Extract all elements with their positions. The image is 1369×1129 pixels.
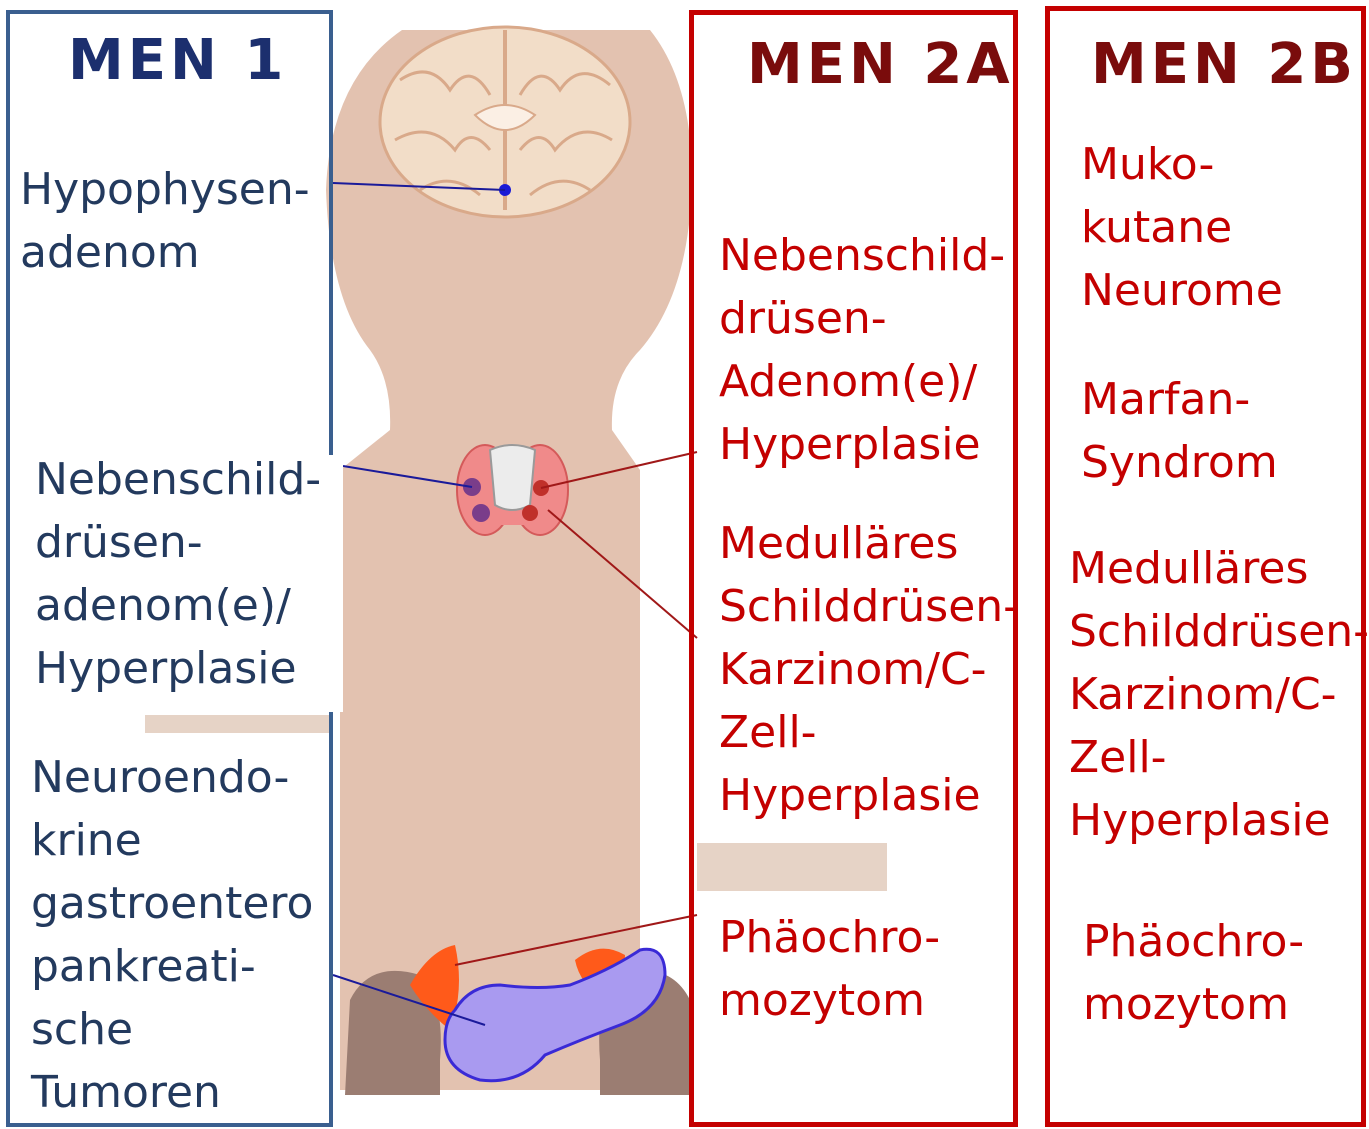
men2a-label-mtc: Medulläres Schilddrüsen- Karzinom/C- Zel…	[719, 512, 1019, 827]
men2a-label-pheo: Phäochro- mozytom	[719, 906, 940, 1032]
men2b-label-neuromas: Muko- kutane Neurome	[1081, 133, 1283, 322]
men2a-label-parathyroid: Nebenschild- drüsen- Adenom(e)/ Hyperpla…	[719, 224, 1005, 476]
men1-label-parathyroid: Nebenschild- drüsen- adenom(e)/ Hyperpla…	[35, 448, 321, 700]
men2b-label-pheo: Phäochro- mozytom	[1083, 910, 1304, 1036]
thyroid-icon	[457, 445, 568, 535]
men2b-label-mtc: Medulläres Schilddrüsen- Karzinom/C- Zel…	[1069, 537, 1369, 852]
men2b-title: MEN 2B	[1091, 32, 1357, 97]
men2a-title: MEN 2A	[747, 32, 1014, 97]
men1-label-gep: Neuroendo- krine gastroentero pankreati-…	[31, 746, 313, 1124]
men2b-label-marfan: Marfan- Syndrom	[1081, 368, 1278, 494]
men1-label-pituitary: Hypophysen- adenom	[20, 158, 310, 284]
men1-title: MEN 1	[68, 28, 287, 93]
